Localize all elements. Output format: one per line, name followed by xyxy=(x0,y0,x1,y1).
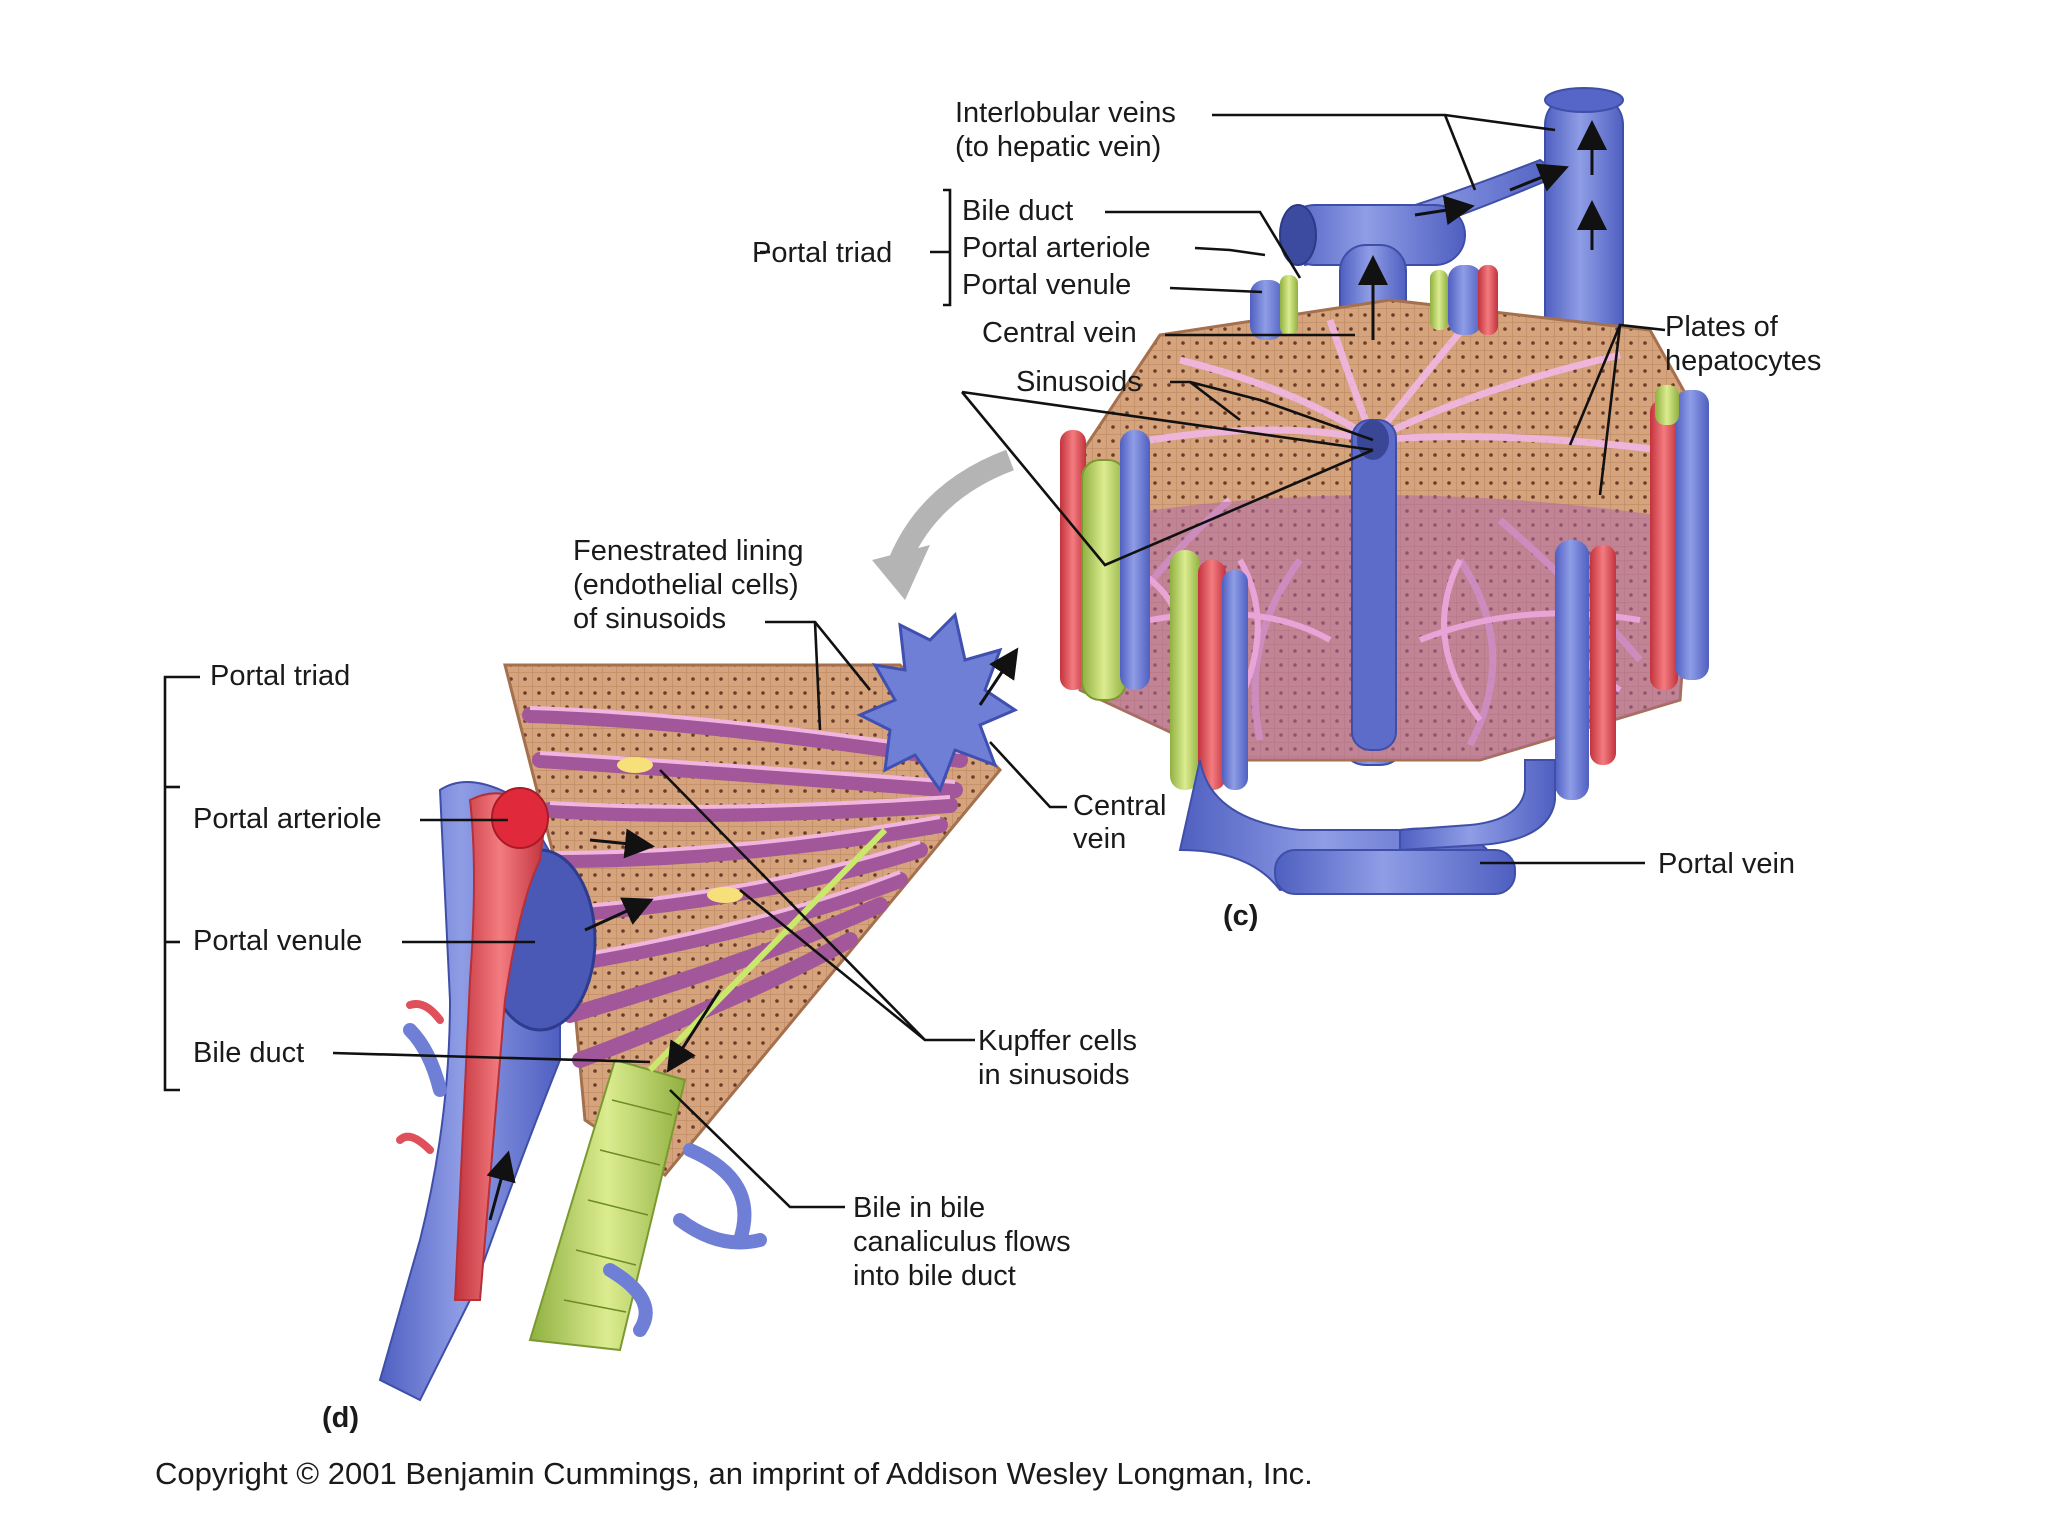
kupffer-cell xyxy=(707,887,743,903)
label-bile-flow-1: Bile in bile xyxy=(853,1192,985,1224)
sinusoid-channels xyxy=(522,707,968,1068)
kupffer-cell xyxy=(617,757,653,773)
vein-opening xyxy=(1279,204,1317,266)
label-portal-venule-c: Portal venule xyxy=(962,269,1131,301)
portal-triad-front-left xyxy=(1170,550,1248,790)
label-portal-arteriole-c: Portal arteriole xyxy=(962,232,1151,264)
label-fenestrated-3: of sinusoids xyxy=(573,603,726,635)
panel-c-lobule xyxy=(1060,87,1709,895)
portal-triad-right xyxy=(1650,385,1709,690)
label-portal-vein: Portal vein xyxy=(1658,848,1795,880)
label-portal-triad-d: Portal triad xyxy=(210,660,350,692)
portal-triad-top-left xyxy=(1250,275,1298,340)
label-panel-c: (c) xyxy=(1223,900,1258,932)
label-bile-duct-c: Bile duct xyxy=(962,195,1073,227)
portal-triad-left xyxy=(1060,430,1150,701)
label-bile-flow-3: into bile duct xyxy=(853,1260,1016,1292)
label-kupffer-1: Kupffer cells xyxy=(978,1025,1137,1057)
label-panel-d: (d) xyxy=(322,1402,359,1434)
label-sinusoids-c: Sinusoids xyxy=(1016,366,1142,398)
label-portal-venule-d: Portal venule xyxy=(193,925,362,957)
label-fenestrated-1: Fenestrated lining xyxy=(573,535,804,567)
label-plates-hepatocytes-1: Plates of xyxy=(1665,311,1779,343)
label-portal-arteriole-d: Portal arteriole xyxy=(193,803,382,835)
label-plates-hepatocytes-2: hepatocytes xyxy=(1665,345,1821,377)
portal-triad-front-right xyxy=(1555,540,1616,800)
copyright-notice: Copyright © 2001 Benjamin Cummings, an i… xyxy=(155,1456,1313,1491)
flow-arrows-d xyxy=(486,647,1019,1221)
portal-arteriole-opening xyxy=(491,787,549,849)
label-central-vein-d-1: Central xyxy=(1073,790,1167,822)
central-vein-d xyxy=(856,612,1019,794)
label-interlobular-veins: Interlobular veins xyxy=(955,97,1176,129)
label-central-vein-d-2: vein xyxy=(1073,823,1126,855)
panel-d-wedge xyxy=(378,612,1019,1402)
magnify-arrow xyxy=(889,449,1014,565)
label-central-vein-c: Central vein xyxy=(982,317,1137,349)
label-kupffer-2: in sinusoids xyxy=(978,1059,1130,1091)
label-bile-flow-2: canaliculus flows xyxy=(853,1226,1071,1258)
label-interlobular-veins-sub: (to hepatic vein) xyxy=(955,131,1161,163)
labels: Interlobular veins (to hepatic vein) Por… xyxy=(155,97,1821,1491)
flow-arrows-c xyxy=(1358,120,1607,340)
bile-canaliculus xyxy=(647,827,888,1073)
label-fenestrated-2: (endothelial cells) xyxy=(573,569,799,601)
label-bile-duct-d: Bile duct xyxy=(193,1037,304,1069)
leader-lines xyxy=(163,113,1666,1209)
label-portal-triad-c: Portal triad xyxy=(752,237,892,269)
portal-triad-top-right xyxy=(1430,265,1498,335)
